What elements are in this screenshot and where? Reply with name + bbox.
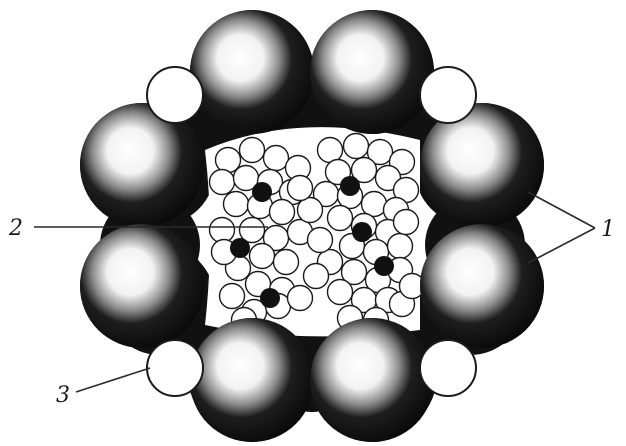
small-atom xyxy=(262,144,290,172)
small-atom xyxy=(326,278,354,306)
inner-small-spheres xyxy=(208,132,426,334)
label-2: 2 xyxy=(8,216,23,241)
large-sphere-highlight xyxy=(80,224,204,348)
dark-atom xyxy=(352,222,372,242)
small-outer-sphere xyxy=(146,339,204,397)
dark-atom xyxy=(340,176,360,196)
small-atom xyxy=(286,174,314,202)
small-atom xyxy=(386,232,414,260)
small-atom xyxy=(326,204,354,232)
large-sphere-highlight xyxy=(420,224,544,348)
small-outer-sphere xyxy=(419,339,477,397)
small-outer-sphere xyxy=(146,66,204,124)
small-outer-sphere xyxy=(419,66,477,124)
dark-atom xyxy=(260,288,280,308)
small-atom xyxy=(208,168,236,196)
dark-atom xyxy=(230,238,250,258)
large-sphere-highlight xyxy=(80,103,204,227)
small-atom xyxy=(238,136,266,164)
small-atom xyxy=(366,138,394,166)
large-sphere-highlight xyxy=(310,318,434,442)
small-atom xyxy=(360,190,388,218)
large-sphere-highlight xyxy=(420,103,544,227)
large-sphere-highlight xyxy=(190,318,314,442)
small-atom xyxy=(316,136,344,164)
small-atom xyxy=(306,226,334,254)
dark-atom xyxy=(374,256,394,276)
leader-line-1b xyxy=(527,227,596,264)
large-outer-spheres xyxy=(80,10,544,442)
dark-atom xyxy=(252,182,272,202)
leader-lines xyxy=(34,191,596,393)
small-atom xyxy=(222,190,250,218)
small-outer-spheres xyxy=(146,66,477,397)
leader-line-1a xyxy=(527,191,596,229)
small-atom xyxy=(272,248,300,276)
small-atom xyxy=(392,208,420,236)
large-sphere-highlight xyxy=(190,10,314,134)
small-atom xyxy=(296,196,324,224)
small-atom xyxy=(340,258,368,286)
small-atom xyxy=(302,262,330,290)
small-atom xyxy=(350,156,378,184)
small-atom xyxy=(342,132,370,160)
leader-line-3 xyxy=(75,367,151,393)
label-1: 1 xyxy=(601,217,615,242)
small-atom xyxy=(218,282,246,310)
small-atom xyxy=(286,284,314,312)
large-sphere-highlight xyxy=(310,10,434,134)
label-3: 3 xyxy=(56,383,70,408)
small-atom xyxy=(268,198,296,226)
small-atom xyxy=(238,216,266,244)
small-atom xyxy=(248,242,276,270)
small-atom xyxy=(208,216,236,244)
